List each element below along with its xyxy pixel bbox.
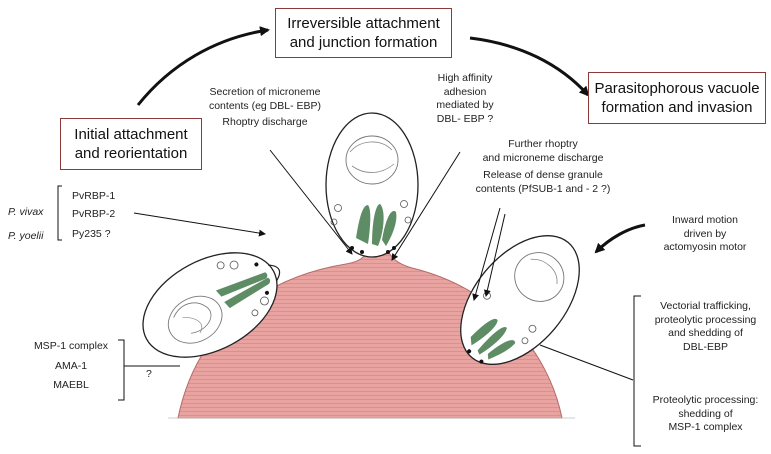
stage-initial-box: Initial attachment and reorientation bbox=[60, 118, 202, 170]
proteolytic-line-2: shedding of bbox=[643, 408, 768, 422]
label-question: ? bbox=[146, 368, 152, 382]
label-further: Further rhoptry and microneme discharge … bbox=[468, 138, 618, 196]
label-secretion: Secretion of microneme contents (eg DBL-… bbox=[200, 86, 330, 130]
inward-line-1: Inward motion bbox=[650, 214, 760, 228]
arrow-inward-motion bbox=[596, 225, 645, 252]
leader-right-bracket bbox=[540, 345, 633, 380]
label-vectorial: Vectorial trafficking, proteolytic proce… bbox=[643, 300, 768, 354]
vectorial-line-1: Vectorial trafficking, bbox=[643, 300, 768, 314]
high-affinity-line-4: DBL- EBP ? bbox=[420, 113, 510, 127]
stage-initial-line-2: and reorientation bbox=[75, 145, 188, 162]
label-ama1: AMA-1 bbox=[26, 360, 116, 374]
vectorial-line-4: DBL-EBP bbox=[643, 341, 768, 355]
secretion-line-3: Rhoptry discharge bbox=[200, 116, 330, 130]
stage-junction-box: Irreversible attachment and junction for… bbox=[275, 8, 452, 58]
stage-junction-line-1: Irreversible attachment bbox=[287, 15, 440, 32]
label-msp1: MSP-1 complex bbox=[26, 340, 116, 354]
label-proteolytic: Proteolytic processing: shedding of MSP-… bbox=[643, 394, 768, 435]
further-line-4: contents (PfSUB-1 and - 2 ?) bbox=[468, 183, 618, 197]
proteolytic-line-3: MSP-1 complex bbox=[643, 421, 768, 435]
vectorial-line-2: proteolytic processing bbox=[643, 314, 768, 328]
label-maebl: MAEBL bbox=[26, 379, 116, 393]
leader-pvrbp2 bbox=[134, 213, 265, 234]
stage-vacuole-line-1: Parasitophorous vacuole bbox=[594, 80, 759, 97]
further-line-1: Further rhoptry bbox=[468, 138, 618, 152]
stage-initial-line-1: Initial attachment bbox=[74, 126, 187, 143]
label-p-yoelii: P. yoelii bbox=[8, 230, 43, 244]
merozoite-junction bbox=[326, 113, 418, 257]
vectorial-line-3: and shedding of bbox=[643, 327, 768, 341]
inward-line-3: actomyosin motor bbox=[650, 241, 760, 255]
label-pvrbp2: PvRBP-2 bbox=[72, 208, 115, 222]
inward-line-2: driven by bbox=[650, 228, 760, 242]
proteolytic-line-1: Proteolytic processing: bbox=[643, 394, 768, 408]
label-high-affinity: High affinity adhesion mediated by DBL- … bbox=[420, 72, 510, 126]
label-py235: Py235 ? bbox=[72, 228, 111, 242]
stage-vacuole-box: Parasitophorous vacuole formation and in… bbox=[588, 72, 766, 124]
stage-vacuole-line-2: formation and invasion bbox=[602, 99, 753, 116]
secretion-line-2: contents (eg DBL- EBP) bbox=[200, 100, 330, 114]
bracket-right bbox=[634, 296, 641, 446]
bracket-species bbox=[58, 186, 62, 240]
stage-junction-line-2: and junction formation bbox=[290, 34, 438, 51]
label-surface-proteins: MSP-1 complex AMA-1 MAEBL bbox=[26, 340, 116, 393]
label-pvrbp1: PvRBP-1 bbox=[72, 190, 115, 204]
label-inward: Inward motion driven by actomyosin motor bbox=[650, 214, 760, 255]
high-affinity-line-2: adhesion bbox=[420, 86, 510, 100]
bracket-surface-proteins bbox=[118, 340, 124, 400]
high-affinity-line-3: mediated by bbox=[420, 99, 510, 113]
secretion-line-1: Secretion of microneme bbox=[200, 86, 330, 100]
label-p-vivax: P. vivax bbox=[8, 206, 43, 220]
further-line-3: Release of dense granule bbox=[468, 169, 618, 183]
further-line-2: and microneme discharge bbox=[468, 152, 618, 166]
high-affinity-line-1: High affinity bbox=[420, 72, 510, 86]
